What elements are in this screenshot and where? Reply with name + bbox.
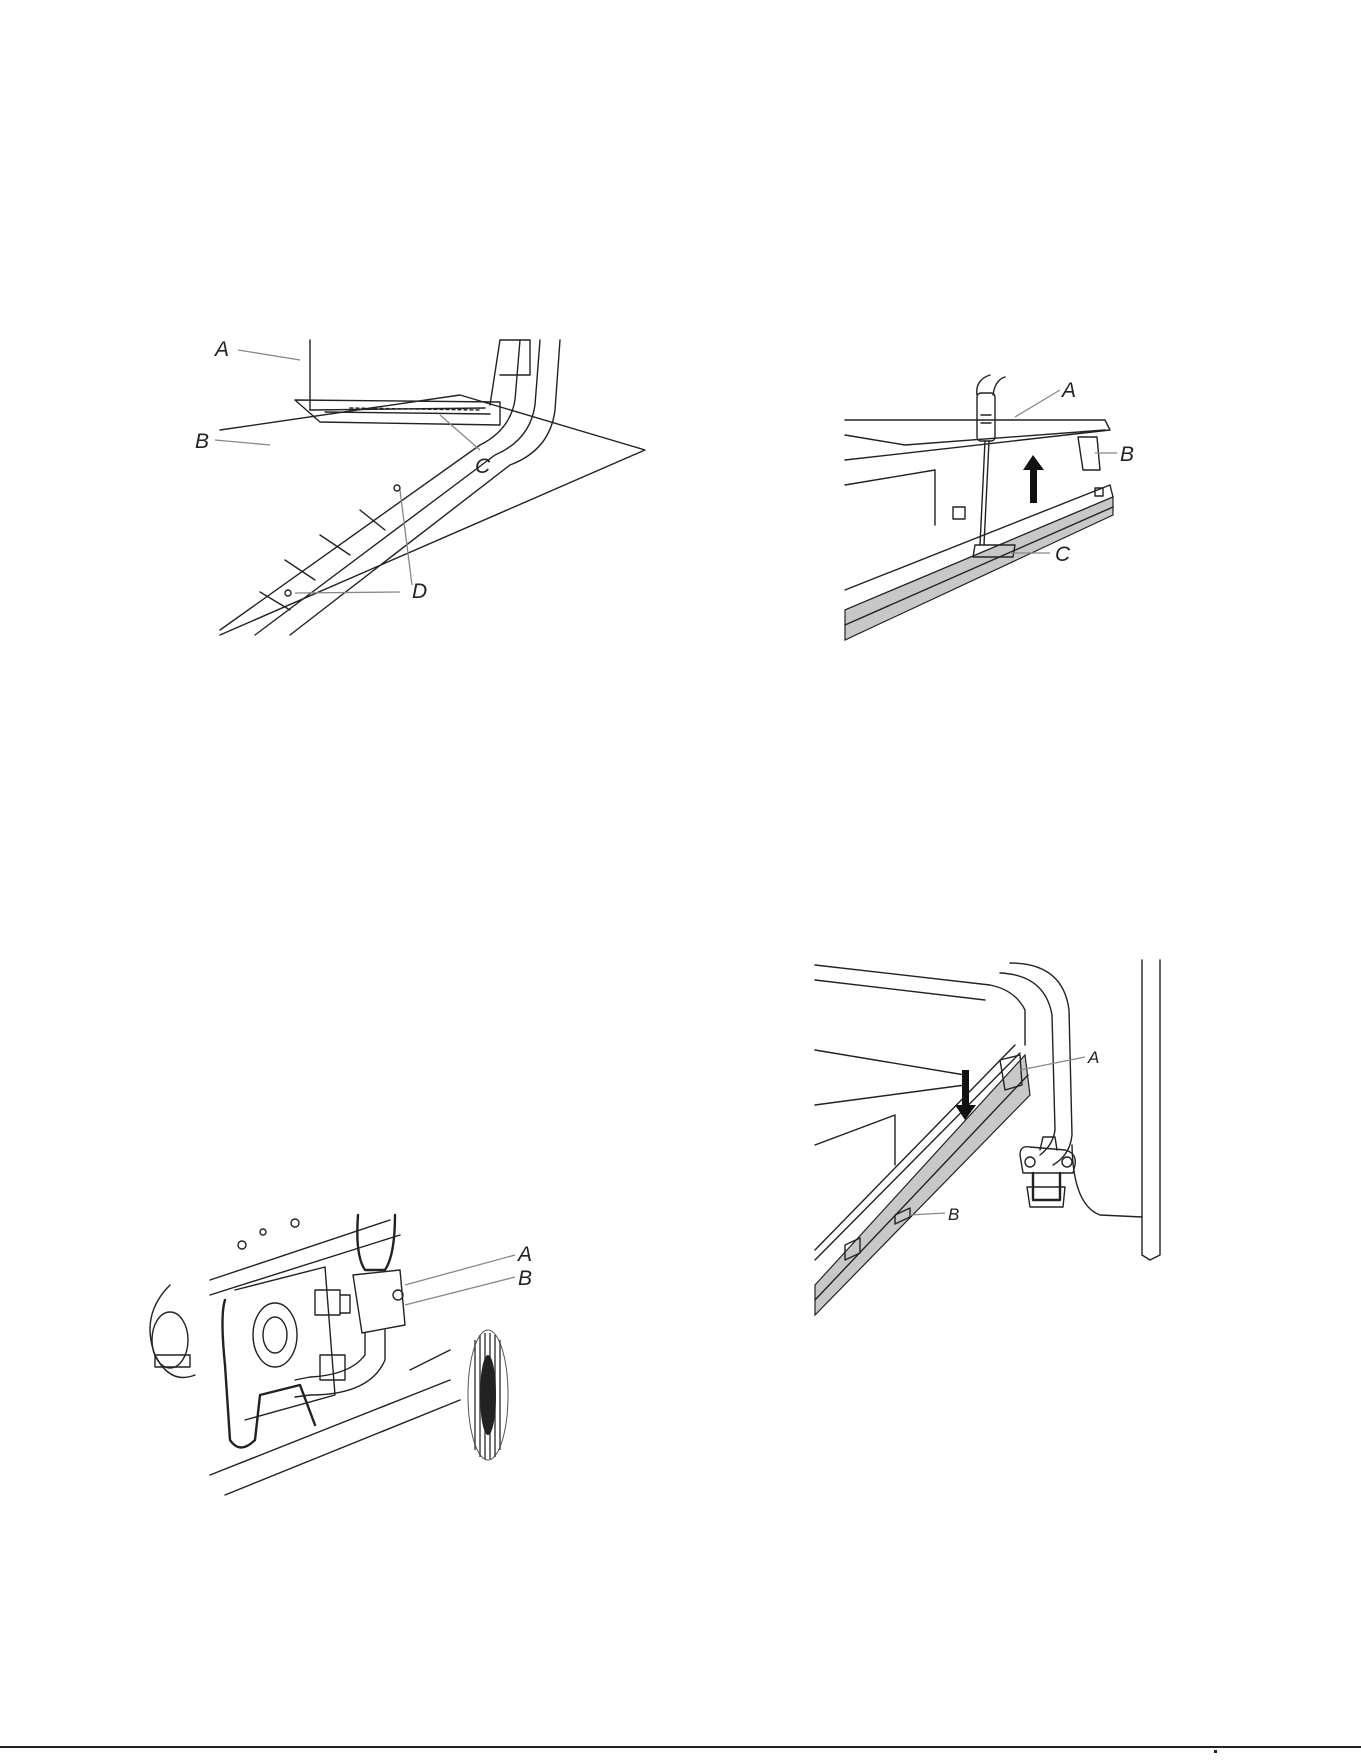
hatched-marker (468, 1330, 508, 1460)
figure-4-rail-down: A B (815, 955, 1170, 1335)
figure-2-drawing: A B C (845, 375, 1145, 695)
fig3-label-a: A (516, 1243, 532, 1266)
screwdriver-icon (977, 375, 1005, 545)
fig4-label-b: B (948, 1205, 959, 1224)
hole-d-right (394, 485, 400, 491)
arrow-up-icon (1023, 455, 1044, 503)
fig3-label-b: B (518, 1267, 532, 1290)
figure-4-drawing: A B (815, 955, 1170, 1335)
fig4-label-a: A (1087, 1048, 1099, 1067)
page-footer-mark (1214, 1750, 1217, 1753)
fig1-label-c: C (475, 455, 491, 478)
page-footer-rule (0, 1746, 1361, 1748)
fig1-label-b: B (195, 430, 209, 453)
figure-2-screwdriver-rail: A B C (845, 375, 1145, 695)
figure-3-drawing: A B (150, 1195, 620, 1505)
figure-1-bottom-panel: A B C D (200, 330, 600, 640)
figure-3-gas-connection: A B (150, 1195, 620, 1505)
fig2-label-b: B (1120, 443, 1134, 466)
fig1-label-d: D (412, 580, 427, 603)
fig1-label-a: A (213, 338, 229, 361)
hole-d-left (285, 590, 291, 596)
figure-1-drawing: A B C D (200, 330, 600, 640)
fig2-label-a: A (1060, 379, 1076, 402)
fig2-label-c: C (1055, 543, 1071, 566)
